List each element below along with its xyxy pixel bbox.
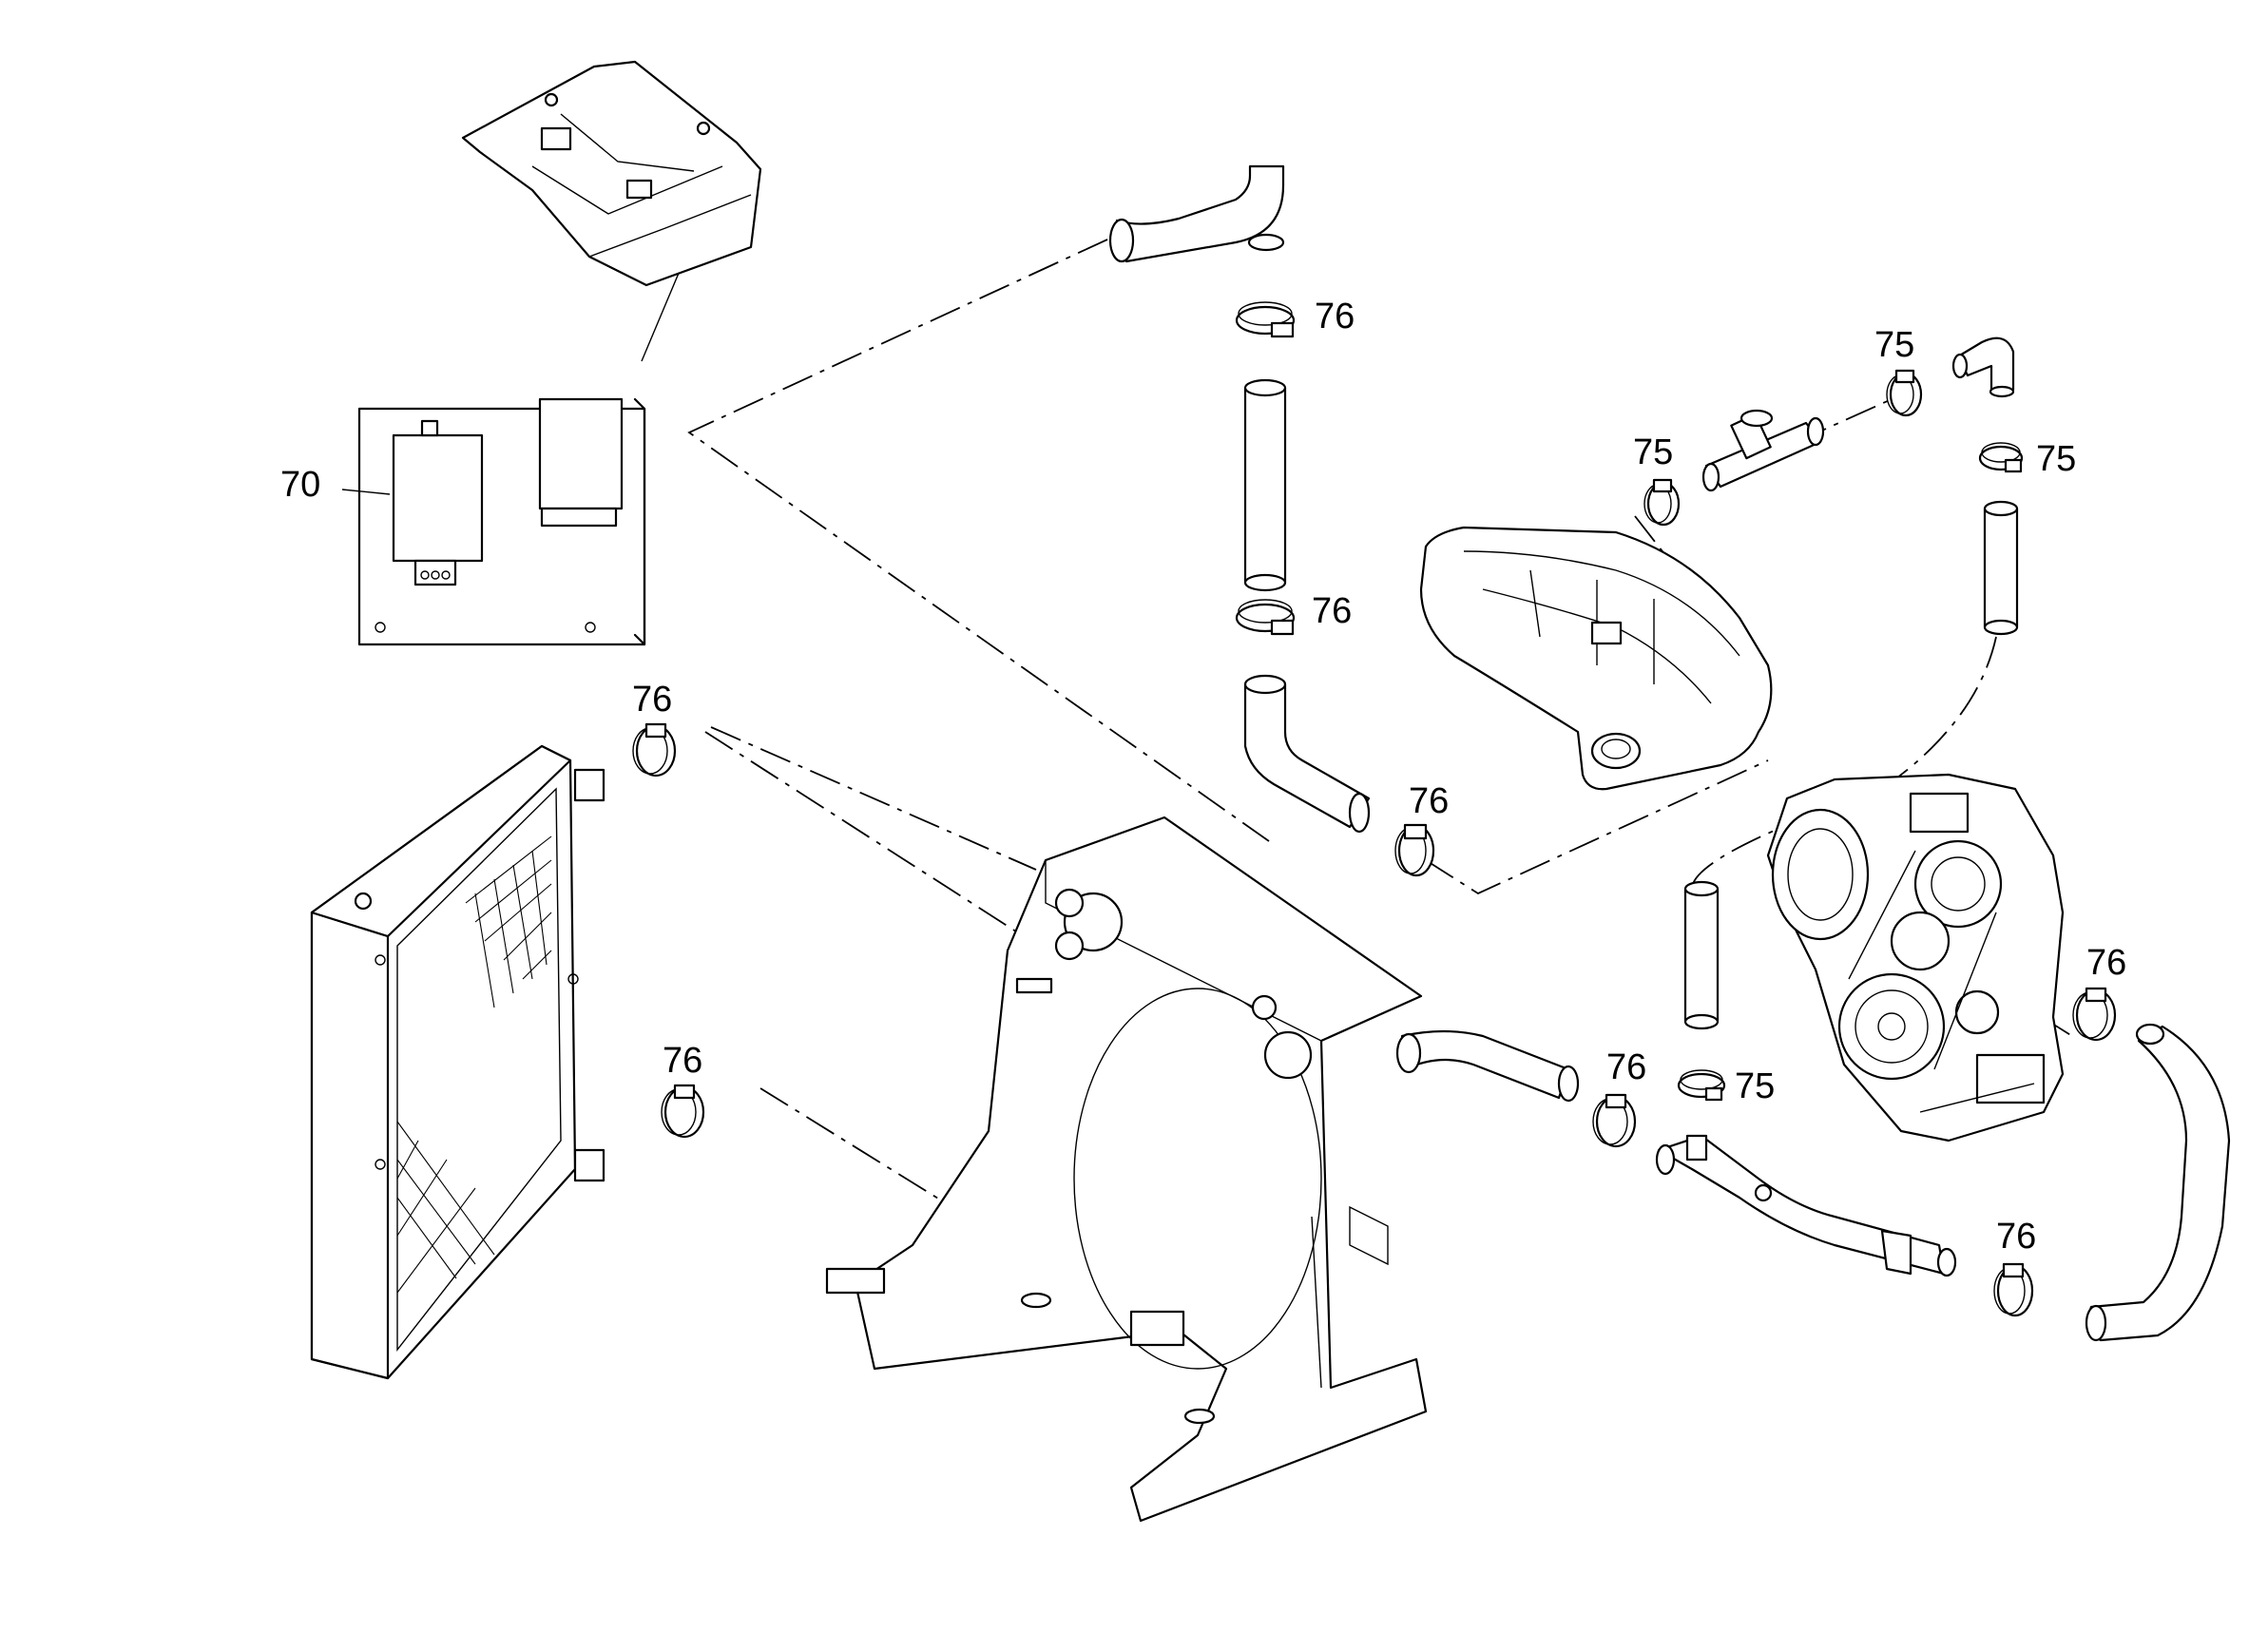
hose-clamp-75-tee-right: [1886, 369, 1923, 417]
hose-clamp-76-radiator-bottom: [661, 1084, 705, 1139]
callout-76-bottom-pipe: 76: [1996, 1217, 2036, 1257]
hose-clamp-76-bottom-pipe: [1993, 1262, 2034, 1317]
hose-clamp-75-vertical: [1677, 1069, 1726, 1102]
outlet-hose: [1395, 1029, 1580, 1103]
callout-76-mid: 76: [1312, 591, 1352, 631]
callout-76-outlet: 76: [1606, 1047, 1646, 1087]
hose-clamp-76-lower-hose: [1394, 823, 1435, 877]
tee-fitting: [1701, 409, 1825, 492]
control-module-70: [341, 397, 646, 646]
hose-clamp-76-outlet: [1592, 1093, 1637, 1148]
bottom-coolant-pipe: [1655, 1134, 1957, 1277]
engine-block: [1766, 773, 2065, 1142]
callout-76-radiator-bottom: 76: [663, 1041, 702, 1081]
fan-shroud-frame: [825, 816, 1428, 1523]
hose-clamp-76-mid: [1235, 599, 1296, 636]
expansion-tank: [1419, 526, 1773, 791]
callout-76-top: 76: [1315, 297, 1355, 336]
upper-radiator-hose: [1108, 164, 1285, 263]
elbow-fitting: [1951, 336, 2015, 398]
hose-clamp-76-radiator-top: [632, 722, 677, 778]
upper-bracket-cover: [461, 60, 762, 287]
long-return-hose: [2085, 1023, 2231, 1342]
callout-76-lower-hose: 76: [1409, 781, 1449, 821]
callout-75-elbow: 75: [2036, 439, 2076, 479]
straight-hose-segment: [1243, 378, 1287, 592]
callout-75-tee-right: 75: [1874, 325, 1914, 365]
callout-76-radiator-top: 76: [632, 680, 672, 720]
hose-clamp-76-top: [1235, 301, 1296, 338]
radiator: [310, 744, 605, 1380]
callout-75-vertical: 75: [1735, 1066, 1775, 1106]
vertical-short-hose: [1983, 500, 2019, 636]
callout-75-tee-left: 75: [1633, 432, 1673, 472]
lower-curved-hose: [1243, 674, 1371, 834]
callout-76-engine: 76: [2086, 943, 2126, 983]
lower-vertical-hose: [1683, 880, 1720, 1030]
callouts: 70 76 76 76 76 76 76 76 76 75 75 75 75: [280, 297, 2126, 1257]
hose-clamp-75-elbow: [1978, 442, 2024, 473]
hose-clamp-75-tee-left: [1643, 478, 1681, 527]
hose-clamp-76-engine: [2072, 987, 2117, 1042]
callout-70: 70: [280, 465, 320, 505]
